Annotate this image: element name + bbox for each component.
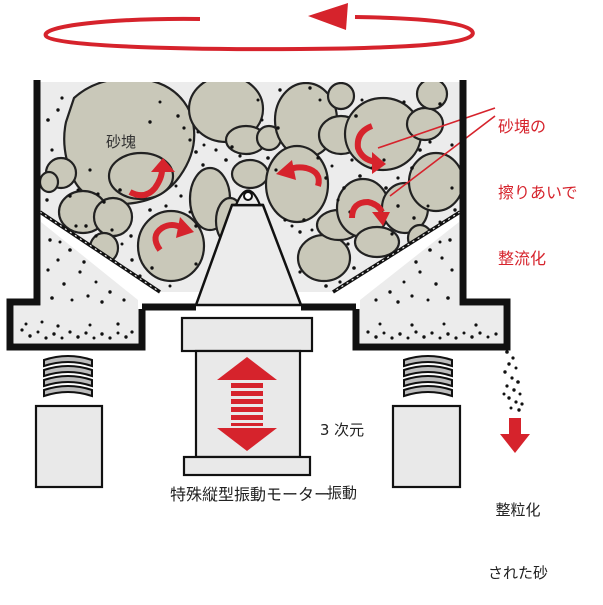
output-label: 整粒化 された砂 <box>478 458 558 605</box>
sieve-screens <box>39 210 461 294</box>
swirl-arrow-2 <box>152 222 184 252</box>
output-line-2: された砂 <box>487 564 548 582</box>
swirl-arrow-1 <box>128 169 165 199</box>
right-collection-pan <box>360 222 459 306</box>
swirl-arrow-4 <box>354 123 377 165</box>
callout-line-3: 整流化 <box>498 249 547 268</box>
swirl-arrowhead-2 <box>176 217 194 238</box>
swirl-arrowhead-1 <box>151 158 175 172</box>
rotation-arrow <box>43 3 475 52</box>
right-spring <box>403 355 453 398</box>
motor-label: 特殊縦型振動モーター <box>169 485 330 504</box>
sand-grains-troughs <box>20 320 498 340</box>
right-trough <box>360 306 503 343</box>
vibration-line-1: 3 次元 <box>319 421 365 439</box>
vibration-arrow <box>217 357 277 451</box>
output-sand-stream <box>502 350 524 412</box>
callout-text: 砂塊の 擦りあいで 整流化 <box>498 72 578 292</box>
cone-spreader <box>194 189 303 307</box>
vibration-label: 3 次元 振動 <box>312 378 372 525</box>
machine-frame <box>6 80 511 351</box>
vibrating-sieve-diagram <box>6 3 530 489</box>
callout-lines <box>377 107 496 197</box>
output-arrow <box>500 418 530 453</box>
output-line-1: 整粒化 <box>495 501 541 519</box>
vibration-line-2: 振動 <box>326 484 357 502</box>
left-spring <box>43 355 93 398</box>
right-support-block <box>391 404 462 489</box>
swirl-arrowhead-5 <box>372 212 390 226</box>
swirl-arrow-5 <box>349 198 385 219</box>
sand-grains-pans <box>46 238 454 304</box>
left-support-block <box>34 404 104 489</box>
callout-line-1: 砂塊の <box>498 117 547 136</box>
sand-lump-label: 砂塊 <box>106 133 137 151</box>
swirl-arrowhead-3 <box>276 160 296 180</box>
swirl-arrows <box>128 123 390 252</box>
vibration-motor <box>180 316 314 477</box>
swirl-arrowhead-4 <box>372 152 386 174</box>
callout-line-2: 擦りあいで <box>498 183 578 202</box>
